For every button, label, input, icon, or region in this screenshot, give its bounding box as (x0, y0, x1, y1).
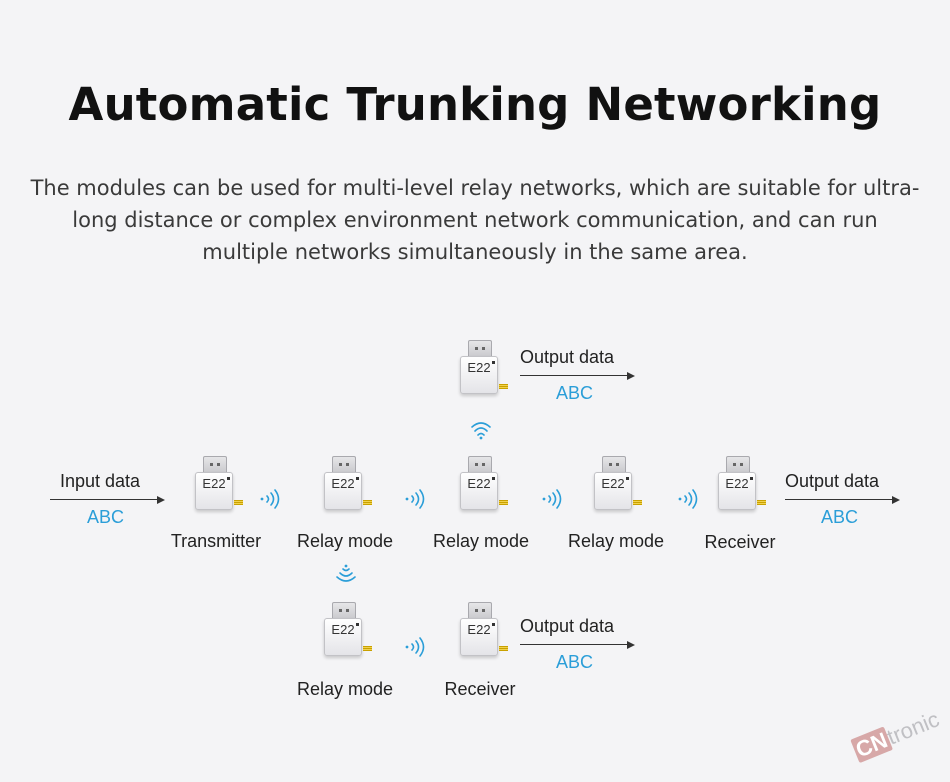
e22-module-icon: E22 (458, 602, 508, 656)
e22-module-icon: E22 (322, 602, 372, 656)
module-label: E22 (331, 622, 355, 637)
e22-module-icon: E22 (322, 456, 372, 510)
relay-2-label: Relay mode (432, 531, 530, 551)
relay-bottom-label: Relay mode (296, 679, 394, 699)
relay-1-label: Relay mode (296, 531, 394, 551)
output-main-label: Output data (785, 471, 880, 491)
wireless-signal-icon (260, 489, 280, 509)
module-label: E22 (467, 622, 491, 637)
module-label: E22 (725, 476, 749, 491)
description: The modules can be used for multi-level … (30, 176, 920, 264)
e22-module-icon: E22 (458, 340, 508, 394)
wireless-signal-icon (471, 422, 491, 440)
wireless-signal-icon (678, 489, 698, 509)
arrow-right-icon (520, 640, 635, 650)
e22-module-icon: E22 (716, 456, 766, 510)
wireless-signal-icon (405, 489, 425, 509)
cntronic-logo: CNtronic (850, 706, 943, 764)
relay-3-label: Relay mode (567, 531, 665, 551)
module-label: E22 (601, 476, 625, 491)
output-main-value: ABC (821, 507, 859, 527)
e22-module-icon: E22 (592, 456, 642, 510)
wireless-signal-icon (542, 489, 562, 509)
transmitter-label: Transmitter (170, 531, 262, 551)
module-label: E22 (467, 476, 491, 491)
wireless-signal-icon (336, 564, 356, 582)
wireless-signal-icon (405, 637, 425, 657)
e22-module-icon: E22 (458, 456, 508, 510)
output-top-value: ABC (556, 383, 594, 403)
arrow-right-icon (520, 371, 635, 381)
logo-suffix: tronic (883, 706, 943, 750)
arrow-right-icon (785, 495, 900, 505)
e22-module-icon: E22 (193, 456, 243, 510)
module-label: E22 (331, 476, 355, 491)
receiver-bottom-label: Receiver (444, 679, 516, 699)
input-value: ABC (87, 507, 125, 527)
module-label: E22 (202, 476, 226, 491)
module-label: E22 (467, 360, 491, 375)
input-label: Input data (60, 471, 141, 491)
arrow-right-icon (50, 495, 165, 505)
receiver-main-label: Receiver (704, 532, 776, 552)
output-top-label: Output data (520, 347, 615, 367)
page-title: Automatic Trunking Networking (68, 78, 882, 131)
output-bottom-label: Output data (520, 616, 615, 636)
output-bottom-value: ABC (556, 652, 594, 672)
